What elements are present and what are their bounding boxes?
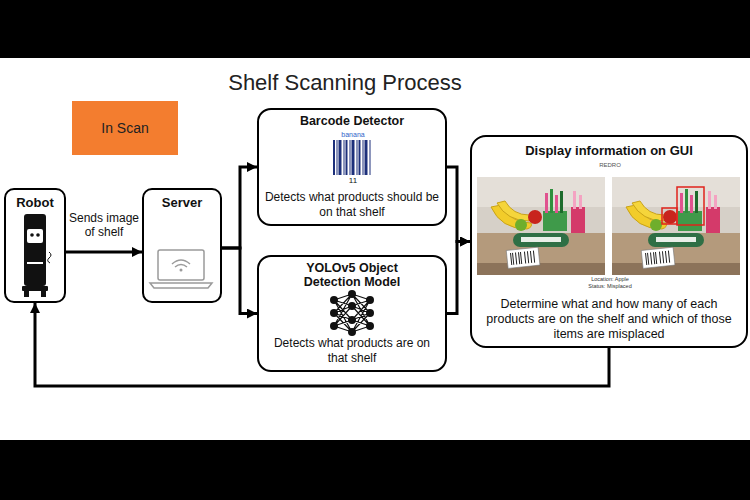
- svg-rect: [41, 291, 46, 297]
- diagram-title: Shelf Scanning Process: [150, 70, 540, 96]
- svg-g: [334, 140, 370, 175]
- node-heading: Display information on GUI: [525, 143, 693, 158]
- svg-line: [339, 140, 342, 175]
- process-box: Barcode DetectorDetects what products sh…: [257, 108, 447, 226]
- svg-circle: [330, 309, 338, 317]
- device-box: Server: [142, 188, 222, 303]
- node-body: Detects what products are on that shelf: [264, 336, 440, 366]
- svg-line: [370, 140, 371, 175]
- connector: [222, 248, 257, 314]
- svg-line: [337, 140, 338, 175]
- svg-line: [359, 140, 361, 175]
- status-badge: In Scan: [72, 101, 178, 155]
- node-body: Determine what and how many of each prod…: [477, 297, 741, 342]
- node-heading: Server: [162, 196, 202, 210]
- node-heading: Robot: [16, 196, 54, 210]
- svg-rect: [24, 214, 46, 286]
- image-label: Location: Apple: [560, 276, 660, 284]
- svg-line: [365, 140, 368, 175]
- svg-path: [48, 252, 51, 263]
- svg-circle: [330, 296, 338, 304]
- svg-line: [352, 140, 355, 175]
- svg-circle: [180, 269, 183, 272]
- connector: [447, 167, 470, 242]
- svg-use: [477, 177, 605, 275]
- svg-circle: [348, 316, 356, 324]
- svg-rect: [24, 291, 29, 297]
- image-label: Status: Misplaced: [560, 283, 660, 291]
- svg-path: [172, 260, 190, 264]
- node-heading: Barcode Detector: [300, 114, 404, 128]
- svg-line: [350, 140, 351, 175]
- svg-line: [357, 140, 358, 175]
- process-box: YOLOv5 Object Detection ModelDetects wha…: [257, 255, 447, 372]
- connector: [222, 167, 257, 248]
- svg-circle: [30, 233, 34, 237]
- edge-label: Sends image of shelf: [66, 211, 142, 239]
- image-label: 11: [340, 176, 366, 186]
- svg-path: [175, 265, 187, 268]
- svg-circle: [366, 296, 374, 304]
- svg-g: [330, 290, 374, 336]
- svg-rect: [27, 229, 43, 243]
- svg-line: [344, 140, 345, 175]
- svg-line: [346, 140, 348, 175]
- device-box: Robot: [4, 188, 66, 303]
- node-heading: In Scan: [101, 120, 148, 136]
- image-label: REDRO: [580, 161, 640, 169]
- node-heading: YOLOv5 Object Detection Model: [287, 261, 417, 289]
- svg-rect: [158, 250, 204, 280]
- svg-circle: [366, 322, 374, 330]
- svg-rect: [677, 187, 704, 225]
- connector: [447, 242, 470, 314]
- svg-rect: [22, 286, 48, 291]
- svg-line: [363, 140, 364, 175]
- svg-circle: [348, 302, 356, 310]
- svg-rect: [27, 262, 43, 264]
- svg-circle: [330, 322, 338, 330]
- node-body: Detects what products should be on that …: [264, 190, 440, 220]
- svg-circle: [36, 233, 40, 237]
- connector: [66, 251, 142, 254]
- svg-circle: [366, 309, 374, 317]
- svg-path: [334, 294, 370, 332]
- svg-use: [612, 177, 740, 275]
- image-label: banana: [326, 130, 380, 139]
- svg-path: [150, 283, 212, 288]
- svg-rect: [662, 208, 677, 224]
- svg-circle: [348, 328, 356, 336]
- svg-line: [333, 140, 335, 175]
- svg-circle: [348, 290, 356, 298]
